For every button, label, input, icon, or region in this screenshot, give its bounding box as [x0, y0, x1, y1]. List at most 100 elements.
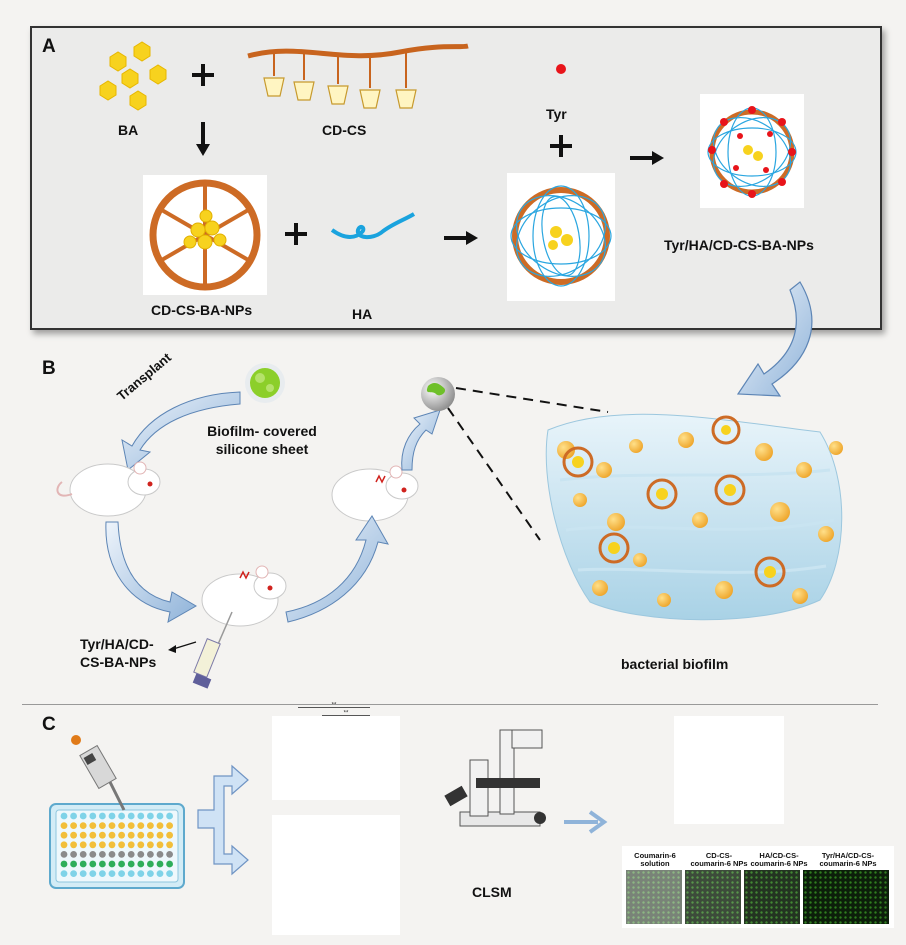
mouse-icon [331, 465, 419, 522]
well [89, 860, 97, 868]
biofilm-sheet-icon [245, 363, 285, 403]
well [137, 822, 145, 829]
well [166, 860, 174, 868]
well [118, 831, 125, 839]
well [60, 851, 68, 858]
clsm-label-2: CD-CS-coumarin-6 NPs [690, 851, 748, 868]
well [118, 841, 125, 849]
well [99, 812, 106, 820]
well [108, 851, 116, 858]
well [99, 851, 106, 858]
well [156, 822, 164, 829]
well [156, 841, 164, 849]
panel-a-letter: A [42, 36, 56, 57]
ba-label: BA [118, 122, 139, 138]
arrow-right-icon [444, 231, 478, 245]
cd-cs-label: CD-CS [322, 122, 367, 138]
biofilm-sphere-icon [421, 377, 455, 411]
pipette-icon [71, 735, 126, 811]
well [166, 812, 174, 820]
well [60, 841, 68, 849]
ba-crystals-icon [99, 41, 167, 111]
well [127, 841, 135, 849]
well [70, 822, 77, 829]
well [79, 831, 87, 839]
mouse-icon [201, 565, 287, 627]
well [70, 860, 77, 868]
well [108, 831, 116, 839]
well [60, 870, 68, 877]
well [89, 841, 97, 849]
well [108, 870, 116, 877]
clsm-image-4 [803, 870, 889, 924]
clsm-image-2 [685, 870, 741, 924]
arrow-down-icon [196, 122, 210, 156]
well [108, 822, 116, 829]
well [147, 851, 154, 858]
final-nps-label: Tyr/HA/CD-CS-BA-NPs [664, 237, 814, 253]
well [108, 860, 116, 868]
plus-icon [192, 64, 214, 86]
well [118, 870, 125, 877]
well [70, 851, 77, 858]
ha-polymer-icon [330, 212, 416, 239]
arrow-right-icon [630, 151, 664, 165]
well [137, 831, 145, 839]
well [127, 851, 135, 858]
well [156, 870, 164, 877]
well [99, 841, 106, 849]
well [166, 870, 174, 877]
well [79, 812, 87, 820]
plus-icon [550, 135, 572, 157]
well [127, 870, 135, 877]
well [127, 831, 135, 839]
ha-label: HA [352, 306, 373, 322]
well [156, 812, 164, 820]
well [127, 812, 135, 820]
curved-arrow-icon [401, 409, 441, 471]
well [137, 870, 145, 877]
tyr-dot-icon [556, 64, 566, 74]
tyr-label: Tyr [546, 106, 567, 122]
well [79, 822, 87, 829]
clsm-label-3: HA/CD-CS-coumarin-6 NPs [750, 851, 808, 868]
well [147, 860, 154, 868]
well [166, 841, 174, 849]
well [60, 831, 68, 839]
ha-cd-cs-ba-np-icon [510, 185, 612, 287]
clsm-image-1 [626, 870, 682, 924]
arrow-left-icon [168, 641, 197, 653]
well [99, 870, 106, 877]
well [99, 822, 106, 829]
well [147, 870, 154, 877]
clsm-image-3 [744, 870, 800, 924]
clsm-label: CLSM [472, 884, 512, 900]
biofilm-sheet-label: Biofilm- covered silicone sheet [207, 423, 317, 457]
colony-chart-tile [272, 815, 400, 935]
well [108, 841, 116, 849]
live-dead-chart-tile [674, 716, 784, 824]
well [118, 851, 125, 858]
well [147, 831, 154, 839]
well [60, 812, 68, 820]
arrow-right-icon [564, 810, 608, 834]
well [89, 812, 97, 820]
well [118, 822, 125, 829]
panel-c-letter: C [42, 714, 56, 735]
wells-grid [60, 812, 174, 877]
mouse-icon [56, 461, 161, 517]
panel-b-letter: B [42, 358, 56, 379]
section-divider [22, 704, 878, 705]
well [137, 851, 145, 858]
well [89, 831, 97, 839]
well [147, 812, 154, 820]
well-plate-icon [49, 803, 185, 889]
nps-label-line2: CS-BA-NPs [80, 654, 157, 670]
well [70, 831, 77, 839]
well [156, 860, 164, 868]
well [60, 860, 68, 868]
well [89, 870, 97, 877]
cd-cs-chain-icon [247, 43, 469, 109]
